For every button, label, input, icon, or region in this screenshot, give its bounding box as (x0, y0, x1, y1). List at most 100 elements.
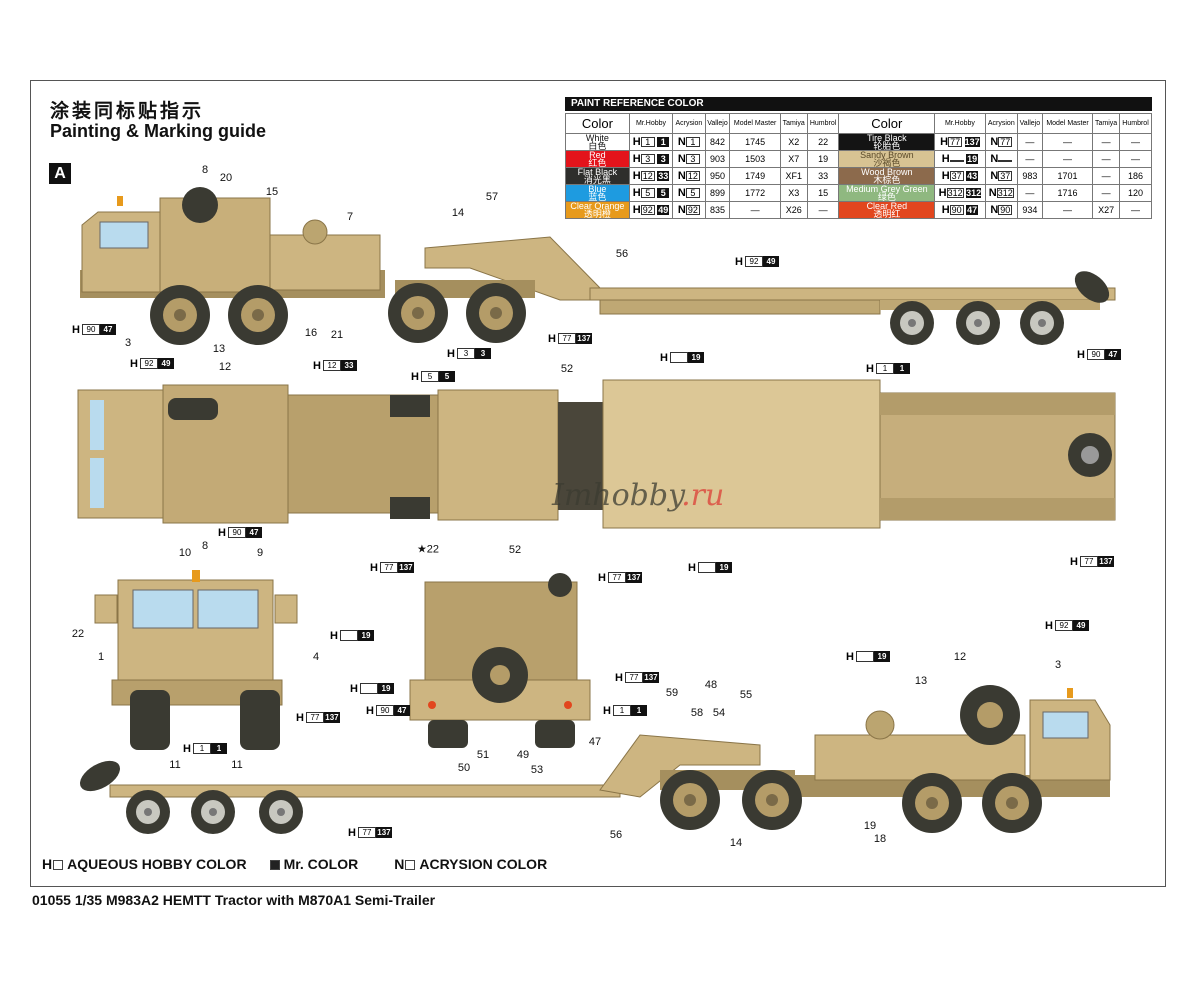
color-name-cn: 轮胎色 (873, 141, 901, 151)
aqueous-code: 77 (357, 827, 376, 838)
mr-color-code: 137 (642, 672, 659, 683)
model_master-code: 1716 (1041, 184, 1094, 202)
h-prefix: H (548, 332, 556, 345)
mr-color-code: 47 (99, 324, 116, 335)
n-prefix: N (990, 153, 999, 165)
h-prefix: H (632, 187, 641, 199)
h-prefix: H (447, 347, 455, 360)
callout-number: 4 (312, 651, 320, 663)
h-prefix: H (866, 362, 874, 375)
tamiya-code: — (1092, 167, 1121, 185)
tamiya-code: X26 (779, 201, 808, 219)
callout-number: 3 (124, 337, 132, 349)
h-prefix: H (370, 561, 378, 574)
h-prefix: H (598, 571, 606, 584)
vallejo-code: — (1016, 150, 1043, 168)
aqueous-code: 77 (624, 672, 643, 683)
vallejo-code: 983 (1016, 167, 1043, 185)
acrysion-number: 12 (685, 171, 700, 181)
model_master-code: 1503 (729, 150, 781, 168)
empty-box-icon (405, 859, 416, 870)
vallejo-code: 835 (704, 201, 731, 219)
humbrol-code: — (1119, 133, 1152, 151)
callout-number: 11 (169, 759, 181, 771)
acrysion-number: 3 (685, 154, 700, 164)
aqueous-code: 92 (1054, 620, 1073, 631)
aqueous-code: 5 (420, 371, 439, 382)
acrysion-number (998, 160, 1013, 162)
callout-number: 21 (330, 329, 344, 341)
mr-color-code: 47 (393, 705, 410, 716)
h-prefix: H (632, 136, 641, 148)
callout-number: 49 (516, 749, 530, 761)
n-prefix: N (677, 136, 686, 148)
color-name: Tire Black (866, 133, 907, 143)
mr-color-code: 1 (210, 743, 227, 754)
section-badge: A (49, 163, 71, 184)
callout-number: 47 (588, 736, 602, 748)
callout-number: 10 (178, 547, 192, 559)
kit-title: 01055 1/35 M983A2 HEMTT Tractor with M87… (32, 892, 436, 908)
h-prefix: H (1045, 619, 1053, 632)
callout-number: ★22 (416, 543, 440, 556)
acrysion-number: 90 (998, 205, 1013, 215)
aqueous-code (669, 352, 688, 363)
column-header: Humbrol (806, 113, 840, 134)
color-name: Medium Grey Green (846, 184, 928, 194)
h-prefix: H (72, 323, 80, 336)
mr-color-code: 49 (1072, 620, 1089, 631)
acrysion-number: 37 (998, 171, 1013, 181)
mr-color-code: 1 (893, 363, 910, 374)
column-header: Color (838, 113, 936, 134)
column-header: Tamiya (1092, 113, 1121, 134)
callout-number: 54 (712, 707, 726, 719)
guide-frame (30, 80, 1166, 887)
aqueous-code: 37 (949, 171, 964, 181)
acrysion-number: 92 (685, 205, 700, 215)
model_master-code: — (1041, 150, 1094, 168)
h-prefix: H (1077, 348, 1085, 361)
aqueous-code: 90 (227, 527, 246, 538)
aqueous-code: 77 (557, 333, 576, 344)
callout-number: 11 (231, 759, 243, 771)
aqueous-code: 77 (948, 137, 963, 147)
mr-color-code: 19 (357, 630, 374, 641)
watermark: Imhobby.ru (552, 478, 725, 513)
aqueous-code: 12 (640, 171, 655, 181)
mr-color-code: 137 (575, 333, 592, 344)
mr-hobby-code: H 19 (934, 150, 986, 168)
callout-number: 57 (485, 191, 499, 203)
mr-color-code: 19 (715, 562, 732, 573)
top-view (77, 379, 1116, 529)
mr-color-code: 47 (1104, 349, 1121, 360)
column-header: Model Master (729, 113, 781, 134)
h-prefix: H (183, 742, 191, 755)
vallejo-code: 934 (1016, 201, 1043, 219)
column-header: Acrysion (984, 113, 1018, 134)
vallejo-code: 842 (704, 133, 731, 151)
h-prefix: H (296, 711, 304, 724)
n-prefix: N (990, 136, 999, 148)
color-name-cn: 白色 (588, 141, 607, 151)
color-name-cn: 蓝色 (588, 192, 607, 202)
